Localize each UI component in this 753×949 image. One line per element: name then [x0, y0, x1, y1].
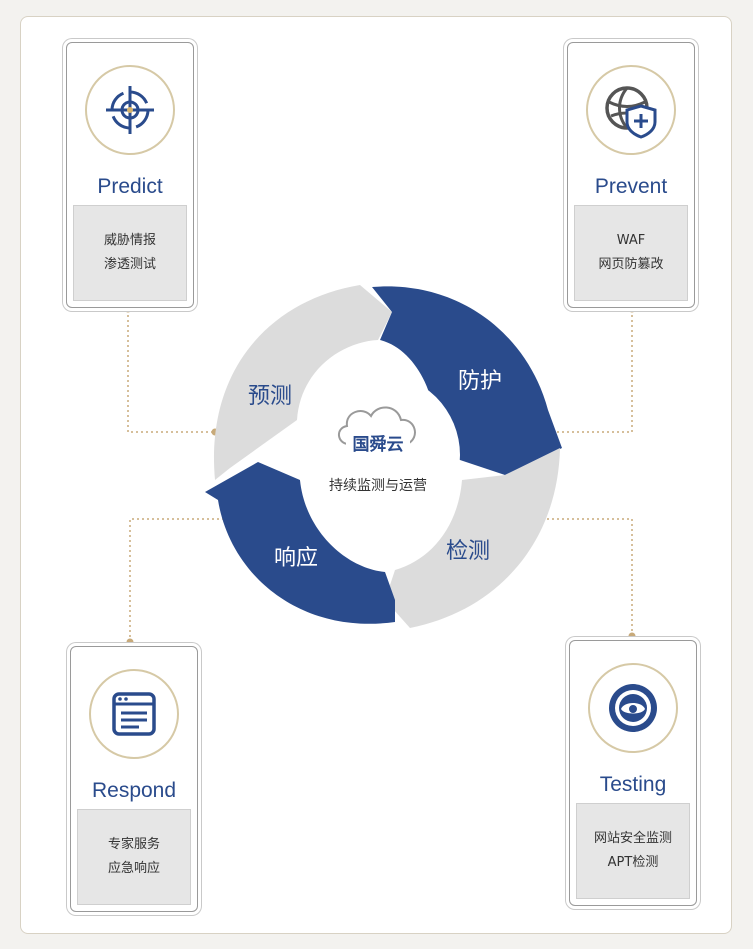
label-protect: 防护	[458, 369, 502, 394]
browser-window-icon	[89, 669, 179, 759]
globe-shield-icon	[586, 65, 676, 155]
card-line: 威胁情报	[103, 233, 156, 248]
label-detect: 检测	[446, 539, 490, 564]
card-title: Testing	[599, 773, 667, 796]
card-line: 渗透测试	[103, 257, 156, 272]
connector-respond	[129, 518, 227, 642]
card-details: 威胁情报 渗透测试	[73, 205, 187, 301]
card-respond: Respond 专家服务 应急响应	[70, 646, 198, 912]
label-predict: 预测	[248, 384, 292, 409]
card-line: 专家服务	[107, 837, 160, 852]
segment-detect	[385, 448, 560, 628]
card-line: APT检测	[607, 855, 659, 870]
card-title: Respond	[91, 779, 177, 802]
connector-prevent	[546, 310, 633, 433]
target-eye-icon	[588, 663, 678, 753]
card-prevent: Prevent WAF 网页防篡改	[567, 42, 695, 308]
card-details: 网站安全监测 APT检测	[576, 803, 690, 899]
connector-testing	[532, 518, 633, 636]
connector-predict	[127, 310, 215, 433]
card-predict: Predict 威胁情报 渗透测试	[66, 42, 194, 308]
card-testing: Testing 网站安全监测 APT检测	[569, 640, 697, 906]
card-line: 应急响应	[107, 861, 160, 876]
segment-protect	[372, 286, 562, 475]
card-title: Predict	[97, 175, 163, 198]
card-line: 网站安全监测	[593, 831, 672, 846]
card-details: WAF 网页防篡改	[574, 205, 688, 301]
center-subtitle: 持续监测与运营	[329, 477, 427, 494]
connectors	[127, 310, 633, 642]
center-circle	[296, 373, 460, 537]
segment-respond	[205, 462, 395, 624]
brand-backdrop	[346, 434, 410, 454]
crosshair-icon	[85, 65, 175, 155]
segment-predict	[213, 285, 392, 480]
card-details: 专家服务 应急响应	[77, 809, 191, 905]
card-line: WAF	[616, 233, 646, 248]
label-respond: 响应	[274, 546, 318, 571]
center-brand: 国舜云	[353, 434, 404, 455]
card-title: Prevent	[594, 175, 668, 198]
card-line: 网页防篡改	[598, 257, 664, 272]
